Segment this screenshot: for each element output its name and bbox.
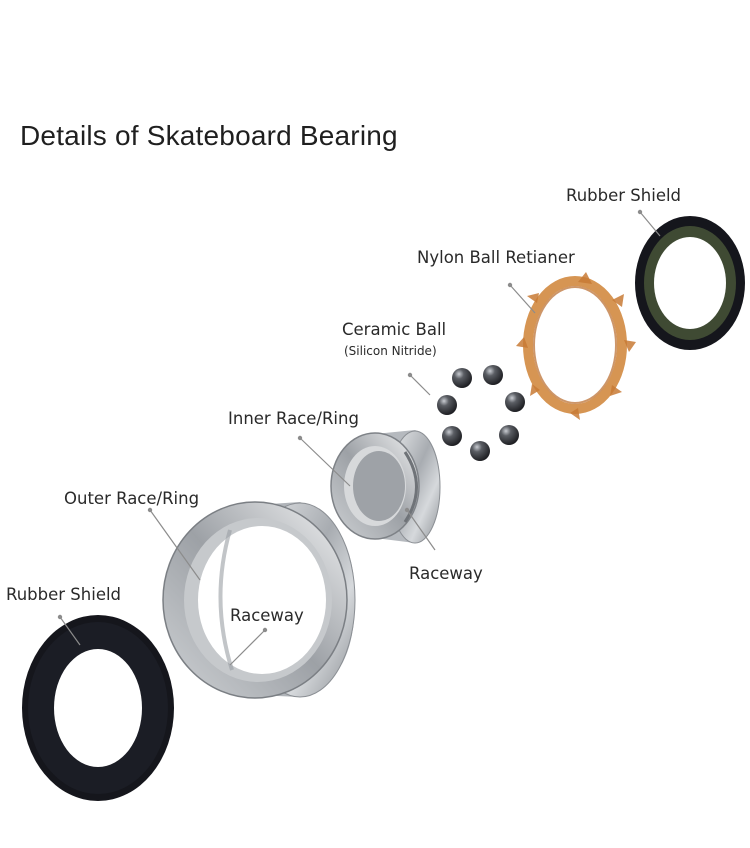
label-raceway-outer: Raceway bbox=[230, 606, 304, 625]
outer-race-part bbox=[162, 501, 356, 699]
ceramic-balls-part bbox=[437, 365, 525, 461]
leader-dots bbox=[57, 209, 643, 633]
label-outer-race: Outer Race/Ring bbox=[64, 489, 200, 508]
label-nylon-ball-retainer: Nylon Ball Retianer bbox=[417, 248, 575, 267]
nylon-retainer-part bbox=[516, 272, 636, 420]
label-rubber-shield-right: Rubber Shield bbox=[566, 186, 682, 205]
label-ceramic-ball: Ceramic Ball bbox=[342, 320, 447, 339]
label-raceway-inner: Raceway bbox=[409, 564, 483, 583]
leader-lines bbox=[59, 211, 661, 666]
label-rubber-shield-left: Rubber Shield bbox=[6, 585, 122, 604]
inner-race-part bbox=[330, 430, 441, 544]
page-title: Details of Skateboard Bearing bbox=[20, 120, 398, 151]
label-ceramic-ball-sub: (Silicon Nitride) bbox=[344, 344, 437, 358]
rubber-shield-right-part bbox=[635, 216, 745, 350]
rubber-shield-left-part bbox=[22, 615, 174, 801]
label-inner-race: Inner Race/Ring bbox=[228, 409, 359, 428]
